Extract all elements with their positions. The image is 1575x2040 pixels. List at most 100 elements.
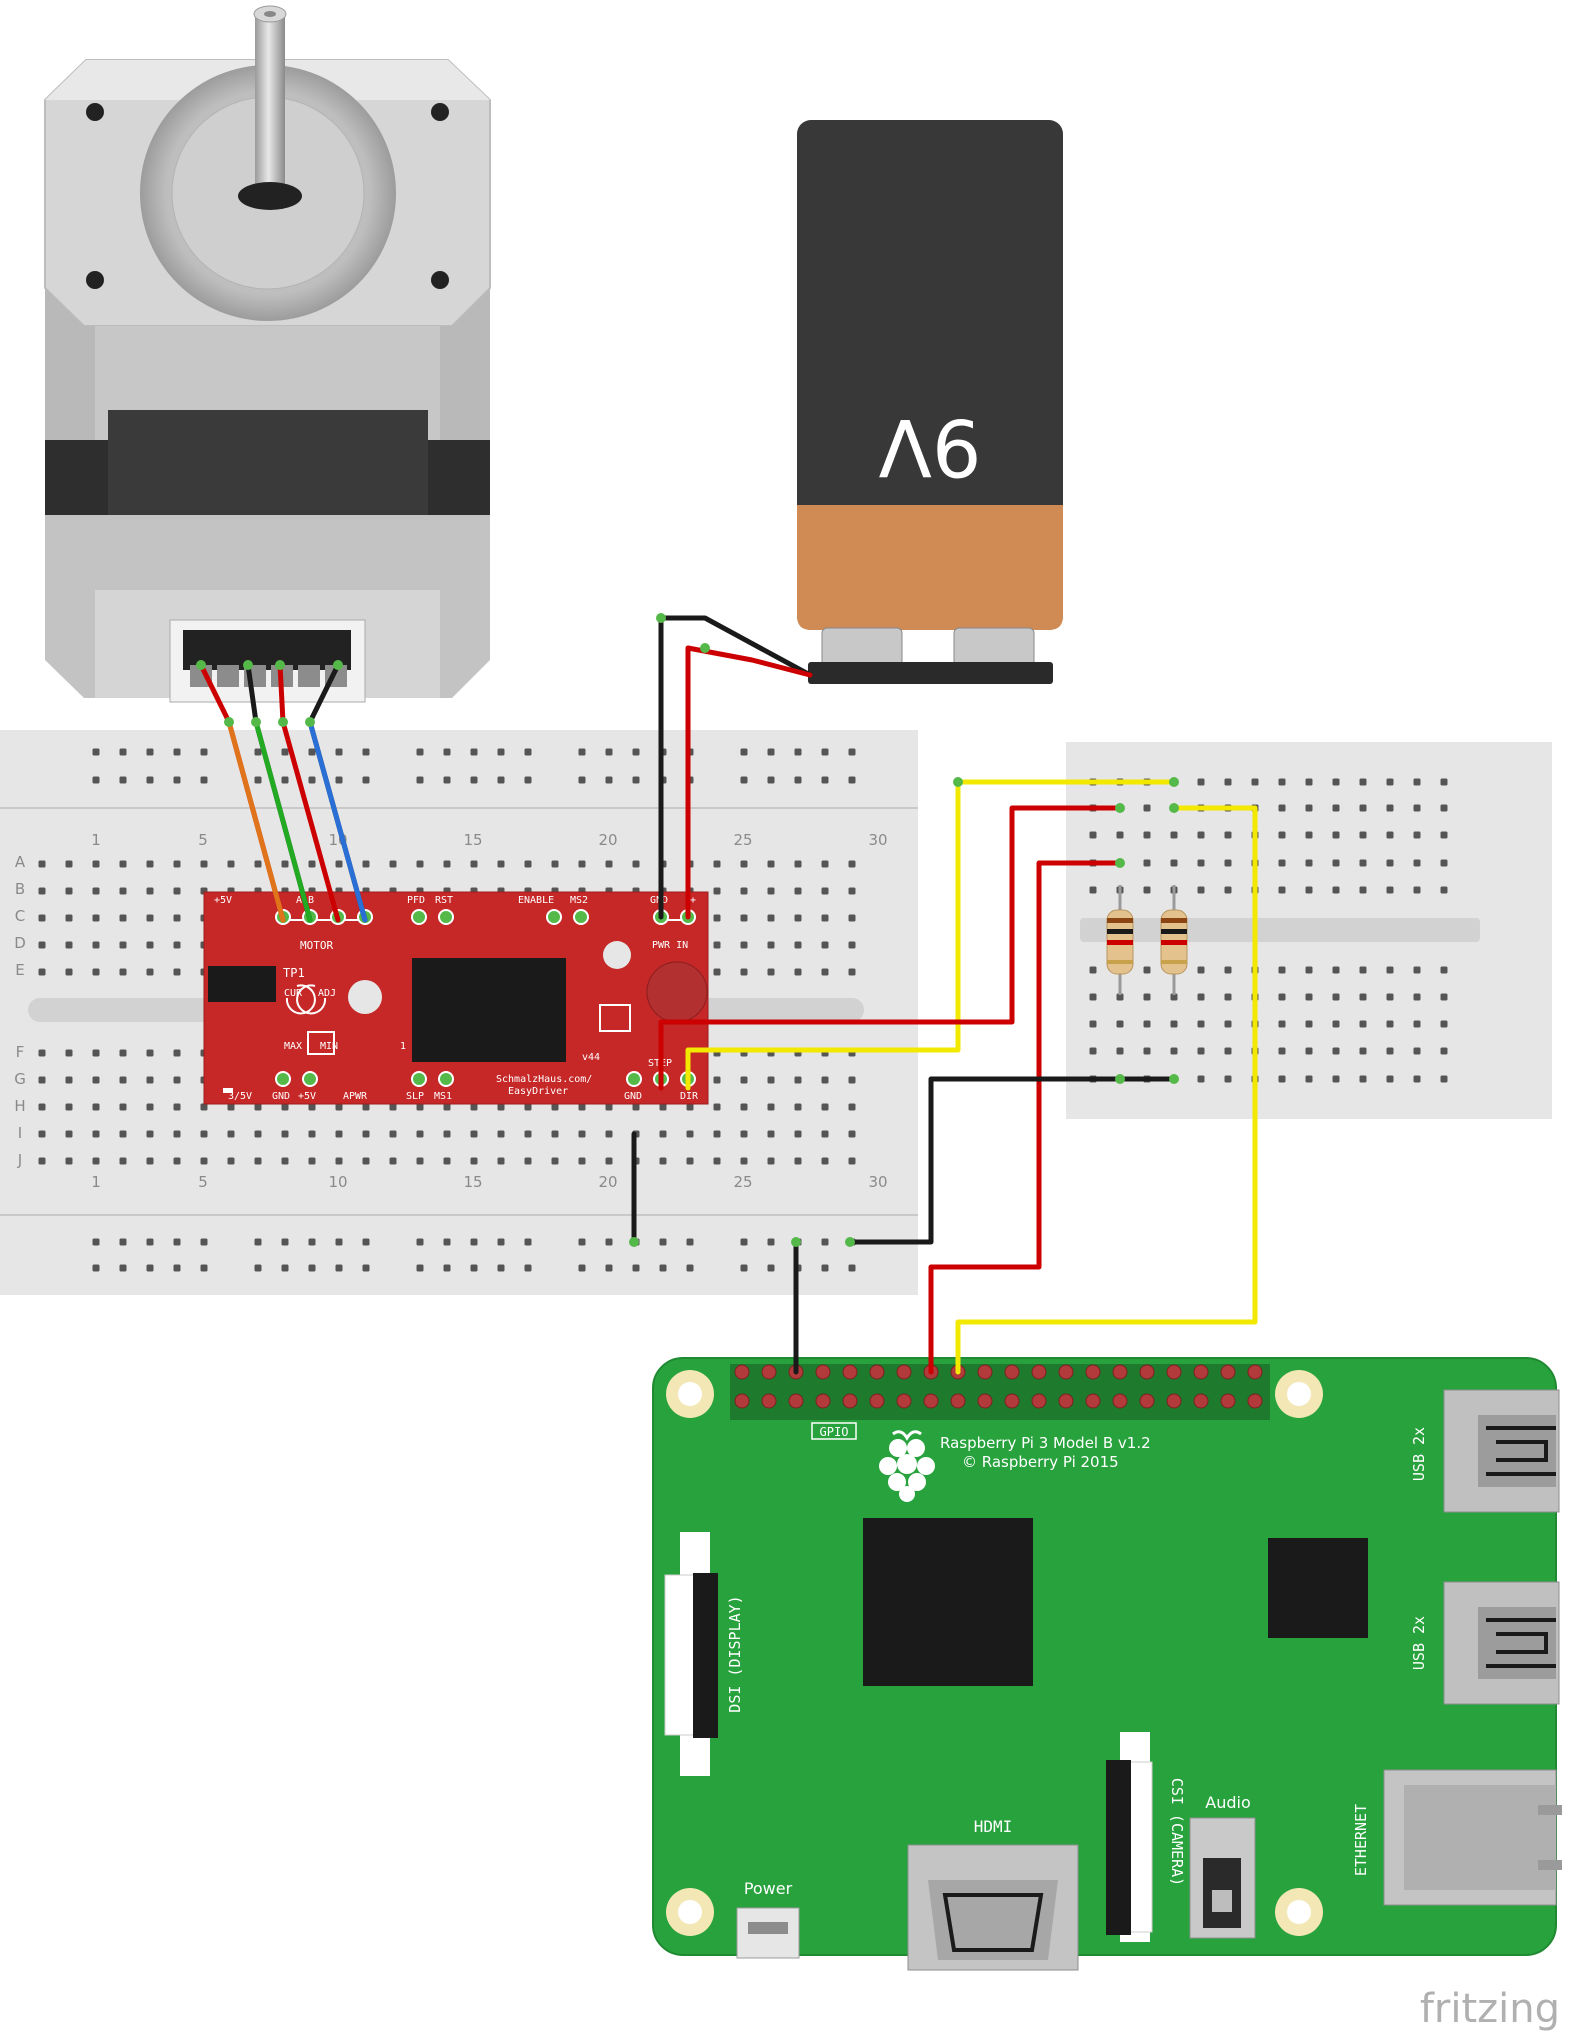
gpio-pin [1004, 1393, 1020, 1409]
breadboard-hole [38, 1103, 46, 1111]
breadboard-hole [767, 1157, 775, 1165]
breadboard-hole [200, 1157, 208, 1165]
breadboard-hole [416, 1130, 424, 1138]
label-plus-top: + [690, 895, 696, 906]
power-port: Power [736, 1879, 800, 1959]
breadboard-hole [1359, 804, 1367, 812]
breadboard-hole [1440, 993, 1448, 1001]
breadboard-hole [740, 748, 748, 756]
breadboard-hole [1305, 966, 1313, 974]
breadboard-hole [1305, 993, 1313, 1001]
breadboard-hole [119, 1238, 127, 1246]
breadboard-hole [821, 1157, 829, 1165]
label-plus5v-bottom: +5V [298, 1091, 316, 1102]
breadboard-hole [146, 1264, 154, 1272]
gpio-pin [1058, 1364, 1074, 1380]
breadboard-hole [1359, 778, 1367, 786]
breadboard-hole [92, 1157, 100, 1165]
breadboard-hole [1359, 831, 1367, 839]
breadboard-hole [1332, 966, 1340, 974]
label-url2: EasyDriver [508, 1086, 568, 1097]
breadboard-hole [92, 941, 100, 949]
breadboard-hole [1224, 859, 1232, 867]
breadboard-hole [146, 748, 154, 756]
breadboard-hole [335, 860, 343, 868]
breadboard-hole [1440, 859, 1448, 867]
breadboard-hole [254, 748, 262, 756]
audio-jack: Audio [1189, 1793, 1256, 1939]
breadboard-hole [1197, 1075, 1205, 1083]
breadboard-hole [389, 1157, 397, 1165]
breadboard-hole [92, 1076, 100, 1084]
breadboard-hole [200, 1130, 208, 1138]
breadboard-hole [794, 860, 802, 868]
breadboard-hole [659, 1238, 667, 1246]
breadboard-hole [1413, 1047, 1421, 1055]
breadboard-hole [92, 968, 100, 976]
gpio-pin [1031, 1393, 1047, 1409]
breadboard-hole [497, 1103, 505, 1111]
breadboard-hole [416, 776, 424, 784]
breadboard-hole [146, 941, 154, 949]
breadboard-hole [362, 776, 370, 784]
breadboard-hole [362, 1103, 370, 1111]
breadboard-hole [686, 1238, 694, 1246]
breadboard-hole [1278, 778, 1286, 786]
wire-battery-red [685, 645, 813, 920]
label-usb-2: USB 2x [1410, 1616, 1428, 1670]
resistors [1106, 885, 1188, 995]
breadboard-hole [65, 1076, 73, 1084]
breadboard-hole [38, 1076, 46, 1084]
breadboard-hole [173, 914, 181, 922]
breadboard-hole [1413, 778, 1421, 786]
battery-9v: 9V [797, 120, 1063, 684]
breadboard-hole [848, 941, 856, 949]
breadboard-hole [794, 887, 802, 895]
breadboard-hole [389, 860, 397, 868]
breadboard-hole [281, 1264, 289, 1272]
breadboard-hole [173, 1238, 181, 1246]
breadboard-hole [1413, 831, 1421, 839]
row-letter: H [14, 1097, 25, 1115]
breadboard-hole [1170, 831, 1178, 839]
breadboard-hole [1197, 886, 1205, 894]
breadboard-hole [92, 1238, 100, 1246]
breadboard-hole [362, 1157, 370, 1165]
breadboard-hole [119, 748, 127, 756]
breadboard-hole [713, 1103, 721, 1111]
label-power: Power [744, 1879, 793, 1898]
breadboard-hole [281, 860, 289, 868]
row-letter: D [14, 934, 26, 952]
breadboard-hole [713, 968, 721, 976]
breadboard-hole [1278, 859, 1286, 867]
breadboard-hole [1143, 1020, 1151, 1028]
col-number: 1 [91, 831, 101, 849]
breadboard-hole [119, 914, 127, 922]
breadboard-hole [254, 776, 262, 784]
breadboard-hole [848, 776, 856, 784]
breadboard-hole [1305, 778, 1313, 786]
breadboard-hole [65, 1103, 73, 1111]
breadboard-hole [1278, 1047, 1286, 1055]
breadboard-hole [1116, 993, 1124, 1001]
breadboard-hole [92, 1103, 100, 1111]
breadboard-hole [38, 1049, 46, 1057]
col-number: 20 [598, 1173, 617, 1191]
breadboard-hole [281, 748, 289, 756]
breadboard-hole [1386, 1075, 1394, 1083]
breadboard-hole [767, 1238, 775, 1246]
stepper-motor [44, 5, 491, 703]
breadboard-hole [1197, 993, 1205, 1001]
breadboard-hole [1278, 886, 1286, 894]
raspberry-pi-board: GPIO Raspberry Pi 3 Model B v1.2 © Raspb… [652, 1357, 1562, 1971]
breadboard-hole [1143, 804, 1151, 812]
breadboard-hole [767, 1130, 775, 1138]
row-letter: E [15, 961, 24, 979]
breadboard-hole [632, 748, 640, 756]
breadboard-hole [497, 1264, 505, 1272]
breadboard-hole [1305, 1047, 1313, 1055]
breadboard-hole [821, 1130, 829, 1138]
breadboard-hole [443, 1264, 451, 1272]
breadboard-hole [173, 968, 181, 976]
breadboard-hole [605, 1264, 613, 1272]
